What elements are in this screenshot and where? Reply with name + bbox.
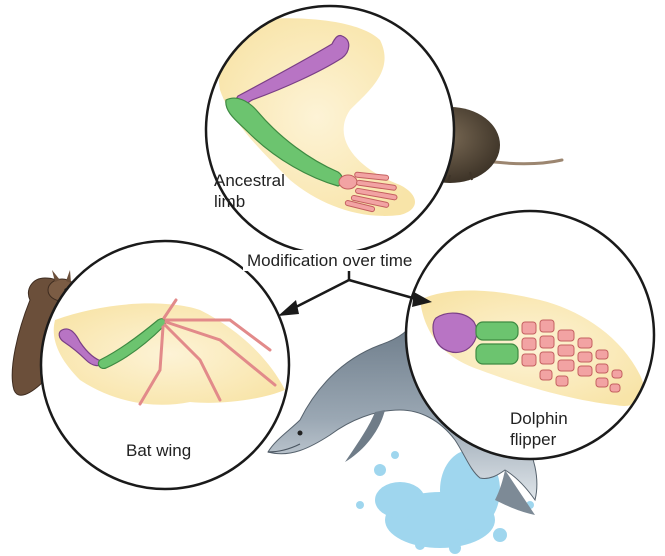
- dolphin-label-line2: flipper: [510, 429, 568, 450]
- arrowhead-bat: [278, 300, 299, 316]
- ancestral-limb-label: Ancestral limb: [214, 170, 285, 212]
- dolphin-eye: [298, 431, 303, 436]
- bat-wing-label: Bat wing: [126, 440, 191, 461]
- arrow-to-dolphin-line: [349, 280, 420, 300]
- ancestral-label-line1: Ancestral: [214, 170, 285, 191]
- dolphin-label-line1: Dolphin: [510, 408, 568, 429]
- dolphin-humerus: [433, 313, 477, 352]
- ancestral-label-line2: limb: [214, 191, 285, 212]
- ancestral-limb-panel: [206, 6, 454, 254]
- dolphin-flipper-label: Dolphin flipper: [510, 408, 568, 450]
- modification-caption: Modification over time: [243, 250, 416, 271]
- arrow-to-bat-line: [290, 280, 349, 310]
